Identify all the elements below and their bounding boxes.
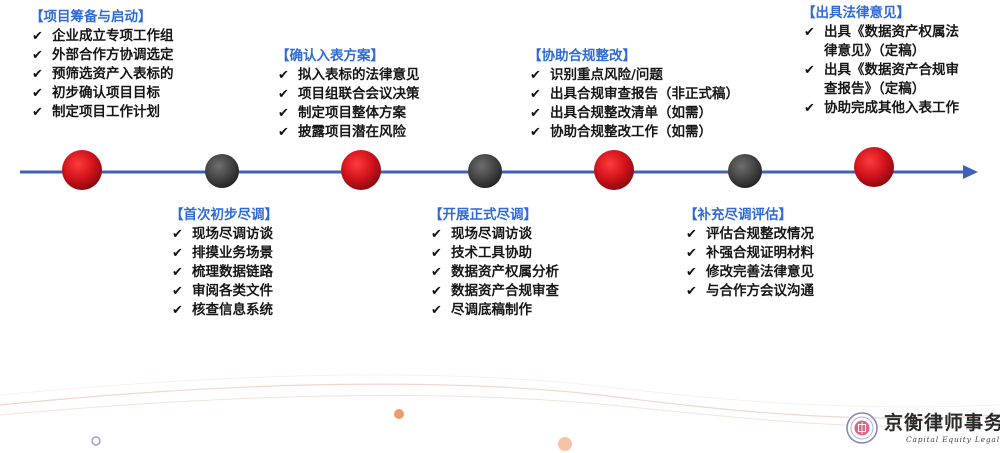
check-icon: ✔	[431, 265, 442, 280]
phase-formal-dd: 【开展正式尽调】 ✔现场尽调访谈 ✔技术工具协助 ✔数据资产权属分析 ✔数据资产…	[429, 206, 559, 320]
check-icon: ✔	[172, 246, 183, 261]
list-item: ✔初步确认项目目标	[32, 85, 160, 101]
check-icon: ✔	[804, 63, 815, 78]
check-icon: ✔	[278, 87, 289, 102]
list-item: ✔外部合作方协调选定	[32, 47, 174, 63]
seal-icon	[846, 412, 878, 444]
list-item: ✔出具《数据资产权属法律意见》（定稿）	[804, 24, 959, 59]
check-icon: ✔	[32, 29, 43, 44]
check-icon: ✔	[686, 227, 697, 242]
check-icon: ✔	[431, 303, 442, 318]
list-item: ✔出具合规审查报告（非正式稿）	[530, 86, 739, 102]
timeline-arrowhead	[963, 165, 978, 179]
check-icon: ✔	[431, 246, 442, 261]
check-icon: ✔	[172, 227, 183, 242]
phase-supplementary-dd: 【补充尽调评估】 ✔评估合规整改情况 ✔补强合规证明材料 ✔修改完善法律意见 ✔…	[684, 206, 814, 301]
list-item: ✔尽调底稿制作	[431, 302, 532, 318]
milestone-1	[62, 150, 102, 190]
list-item: ✔技术工具协助	[431, 245, 532, 261]
list-item: ✔补强合规证明材料	[686, 245, 814, 261]
decor-dot-peach	[558, 437, 572, 451]
check-icon: ✔	[32, 105, 43, 120]
check-icon: ✔	[278, 68, 289, 83]
list-item: ✔出具《数据资产合规审查报告》（定稿）	[804, 62, 959, 97]
check-icon: ✔	[530, 106, 541, 121]
check-icon: ✔	[431, 284, 442, 299]
list-item: ✔审阅各类文件	[172, 283, 273, 299]
phase-title: 【首次初步尽调】	[170, 207, 278, 223]
check-icon: ✔	[32, 67, 43, 82]
list-item: ✔识别重点风险/问题	[530, 67, 663, 83]
check-icon: ✔	[804, 101, 815, 116]
check-icon: ✔	[530, 125, 541, 140]
phase-title: 【协助合规整改】	[528, 48, 636, 64]
phase-project-prep: 【项目筹备与启动】 ✔企业成立专项工作组 ✔外部合作方协调选定 ✔预筛选资产入表…	[30, 8, 174, 122]
list-item: ✔协助完成其他入表工作	[804, 100, 959, 116]
phase-legal-opinion: 【出具法律意见】 ✔出具《数据资产权属法律意见》（定稿） ✔出具《数据资产合规审…	[802, 4, 959, 118]
list-item: ✔与合作方会议沟通	[686, 283, 814, 299]
list-item: ✔排摸业务场景	[172, 245, 273, 261]
phase-title: 【出具法律意见】	[802, 5, 910, 21]
check-icon: ✔	[804, 25, 815, 40]
decor-dot-orange	[394, 409, 404, 419]
phase-confirm-plan: 【确认入表方案】 ✔拟入表标的法律意见 ✔项目组联合会议决策 ✔制定项目整体方案…	[276, 47, 420, 142]
list-item: ✔数据资产合规审查	[431, 283, 559, 299]
check-icon: ✔	[686, 265, 697, 280]
list-item: ✔预筛选资产入表标的	[32, 66, 174, 82]
list-item: ✔披露项目潜在风险	[278, 124, 406, 140]
list-item: ✔企业成立专项工作组	[32, 28, 174, 44]
check-icon: ✔	[278, 125, 289, 140]
check-icon: ✔	[172, 265, 183, 280]
milestone-2	[205, 154, 239, 188]
check-icon: ✔	[278, 106, 289, 121]
firm-name-en: Capital Equity Legal Group	[906, 435, 1000, 444]
check-icon: ✔	[32, 86, 43, 101]
check-icon: ✔	[172, 284, 183, 299]
milestone-4	[468, 154, 502, 188]
phase-title: 【确认入表方案】	[276, 48, 384, 64]
list-item: ✔项目组联合会议决策	[278, 86, 420, 102]
milestone-5	[594, 150, 634, 190]
list-item: ✔梳理数据链路	[172, 264, 273, 280]
phase-title: 【补充尽调评估】	[684, 207, 792, 223]
list-item: ✔数据资产权属分析	[431, 264, 559, 280]
list-item: ✔修改完善法律意见	[686, 264, 814, 280]
check-icon: ✔	[686, 246, 697, 261]
phase-title: 【开展正式尽调】	[429, 207, 537, 223]
list-item: ✔现场尽调访谈	[431, 226, 532, 242]
check-icon: ✔	[530, 68, 541, 83]
list-item: ✔拟入表标的法律意见	[278, 67, 420, 83]
phase-title: 【项目筹备与启动】	[30, 9, 152, 25]
list-item: ✔出具合规整改清单（如需）	[530, 105, 712, 121]
list-item: ✔制定项目整体方案	[278, 105, 406, 121]
list-item: ✔核查信息系统	[172, 302, 273, 318]
decor-dot-ring	[91, 436, 101, 446]
check-icon: ✔	[530, 87, 541, 102]
list-item: ✔制定项目工作计划	[32, 104, 160, 120]
list-item: ✔现场尽调访谈	[172, 226, 273, 242]
milestone-7	[854, 147, 894, 187]
check-icon: ✔	[686, 284, 697, 299]
milestone-3	[341, 150, 381, 190]
list-item: ✔评估合规整改情况	[686, 226, 814, 242]
check-icon: ✔	[32, 48, 43, 63]
milestone-6	[728, 154, 762, 188]
check-icon: ✔	[172, 303, 183, 318]
phase-compliance-rectify: 【协助合规整改】 ✔识别重点风险/问题 ✔出具合规审查报告（非正式稿） ✔出具合…	[528, 47, 739, 142]
list-item: ✔协助合规整改工作（如需）	[530, 124, 712, 140]
phase-initial-dd: 【首次初步尽调】 ✔现场尽调访谈 ✔排摸业务场景 ✔梳理数据链路 ✔审阅各类文件…	[170, 206, 278, 320]
check-icon: ✔	[431, 227, 442, 242]
firm-name-cn: 京衡律师事务所	[884, 412, 1000, 434]
